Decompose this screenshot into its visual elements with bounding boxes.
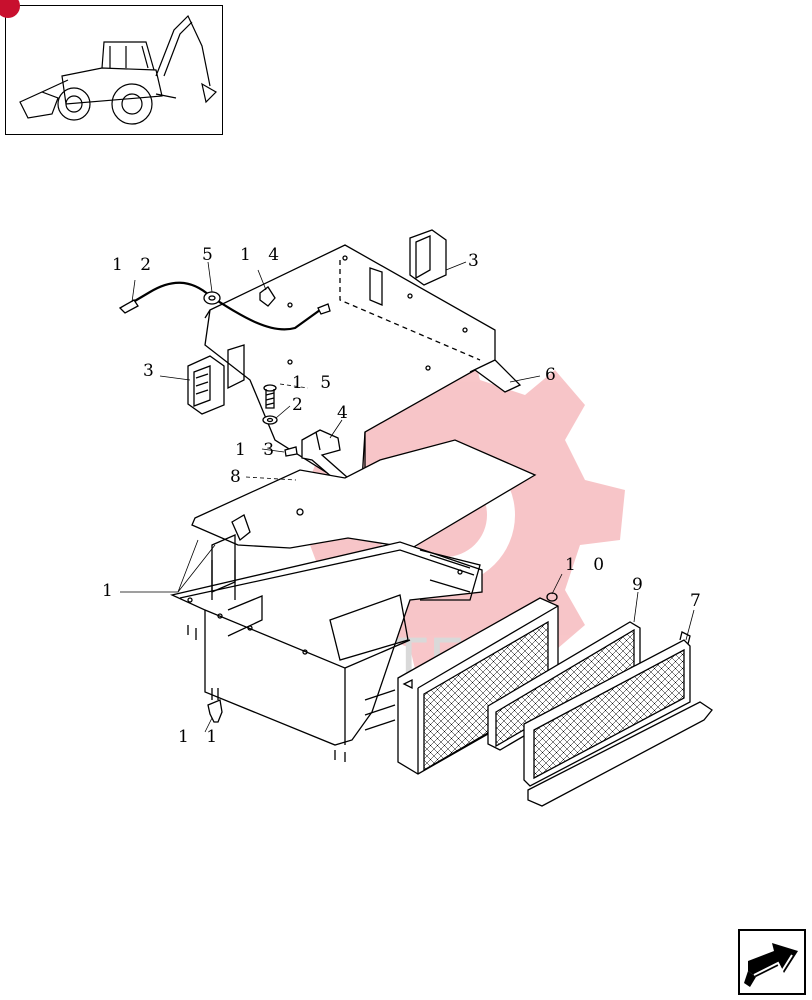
callout-3-left: 3 bbox=[143, 361, 160, 381]
callout-4: 4 bbox=[337, 403, 354, 423]
part-pad-3-left bbox=[187, 355, 225, 415]
part-cover-6 bbox=[204, 244, 522, 487]
callout-11: 1 1 bbox=[178, 727, 223, 747]
part-plate bbox=[191, 439, 537, 549]
callout-5: 5 bbox=[202, 245, 219, 265]
section-badge bbox=[0, 0, 20, 18]
callout-8: 8 bbox=[230, 467, 247, 487]
part-grille-7 bbox=[523, 631, 713, 807]
part-pad-3-top bbox=[409, 229, 447, 286]
parts-drawing bbox=[118, 229, 713, 807]
callout-3-top: 3 bbox=[468, 251, 485, 271]
arrow-right-box-icon bbox=[744, 943, 798, 987]
callout-9: 9 bbox=[632, 575, 649, 595]
backhoe-loader-icon bbox=[19, 14, 217, 125]
part-washer-2 bbox=[262, 415, 278, 425]
callout-15: 1 5 bbox=[292, 373, 337, 393]
part-screw-13 bbox=[284, 446, 298, 457]
part-bolt-15 bbox=[263, 384, 277, 409]
part-plug-11 bbox=[207, 688, 223, 723]
callout-7: 7 bbox=[690, 591, 707, 611]
callout-13: 1 3 bbox=[235, 440, 280, 460]
next-page-button[interactable] bbox=[738, 929, 806, 995]
callout-2: 2 bbox=[292, 395, 309, 415]
callout-12: 1 2 bbox=[112, 255, 157, 275]
callout-14: 1 4 bbox=[240, 245, 285, 265]
callout-10: 1 0 bbox=[565, 555, 610, 575]
part-cable-12 bbox=[118, 281, 331, 331]
callout-6: 6 bbox=[545, 365, 562, 385]
machine-thumbnail bbox=[0, 0, 223, 135]
part-clip-14 bbox=[259, 286, 276, 307]
part-latch-4 bbox=[301, 429, 350, 485]
part-base-1 bbox=[169, 534, 483, 762]
callout-1: 1 bbox=[102, 581, 119, 601]
leader-lines bbox=[120, 261, 695, 733]
